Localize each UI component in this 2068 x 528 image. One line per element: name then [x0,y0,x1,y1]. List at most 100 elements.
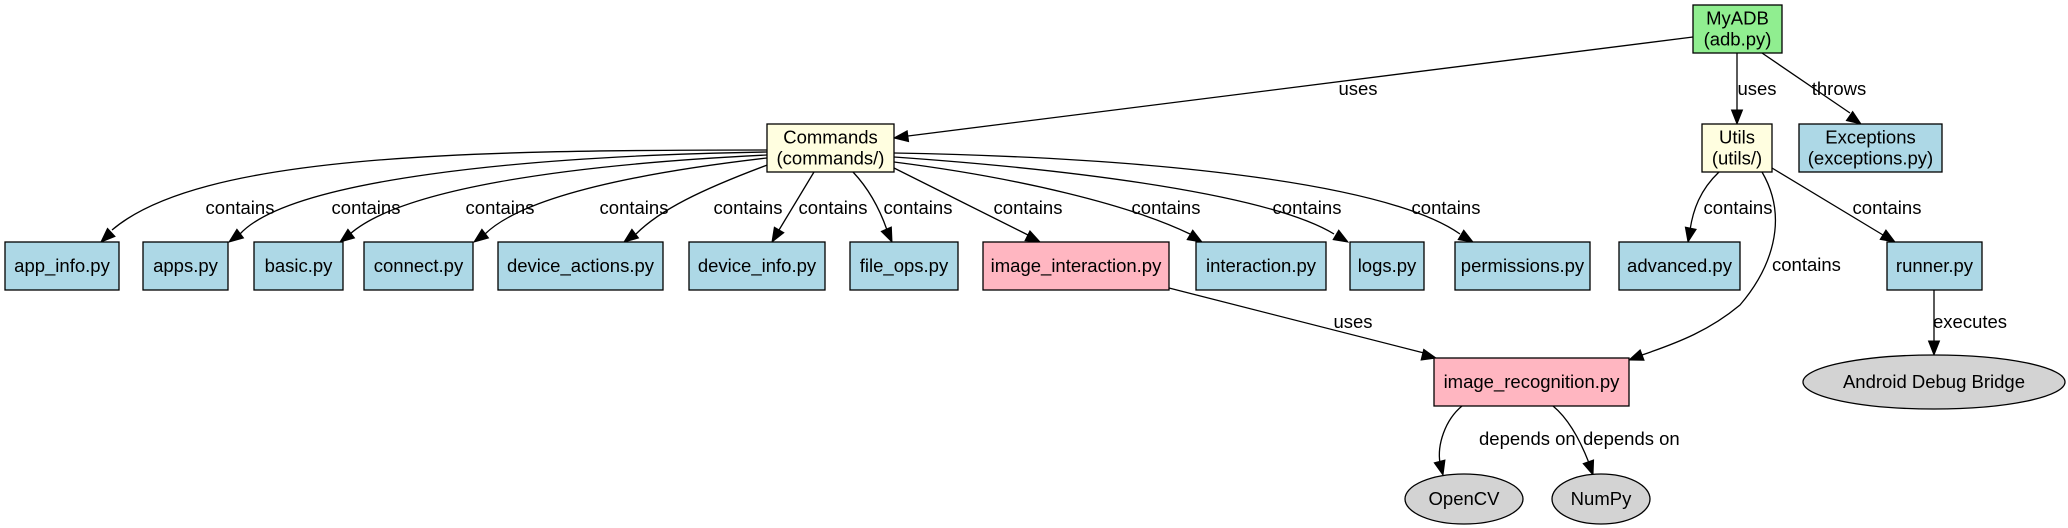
edge-label: contains [1412,197,1481,218]
edge-line [484,157,768,235]
node-permissions: permissions.py [1454,241,1591,291]
edge-line [907,36,1694,137]
arrowhead [1845,110,1863,125]
node-label: apps.py [153,255,219,276]
node-label: Commands [783,127,878,148]
node-label: (exceptions.py) [1808,148,1933,169]
node-label: Utils [1719,127,1755,148]
arrowhead [1420,348,1438,361]
arrowhead [1730,109,1744,126]
edge-line [239,151,768,235]
edge-line [1771,167,1884,236]
node-utils: Utils(utils/) [1701,123,1773,173]
node-box [1433,357,1630,407]
node-label: permissions.py [1461,255,1585,276]
node-commands: Commands(commands/) [766,123,895,173]
node-connect: connect.py [363,241,474,291]
node-box [1195,241,1327,291]
edge-line [1689,171,1720,231]
edge-commands-permissions: contains [893,152,1481,243]
edge-label: contains [1273,197,1342,218]
node-box [1701,123,1773,173]
node-label: Exceptions [1825,127,1916,148]
edge-label: contains [206,197,275,218]
node-device-actions: device_actions.py [497,241,664,291]
arrowhead [1582,459,1595,477]
node-device-info: device_info.py [688,241,826,291]
node-box [253,241,344,291]
node-label: device_info.py [698,255,817,277]
node-box [688,241,826,291]
node-box [1692,4,1783,54]
edge-runner-adb-bridge: executes [1927,290,2007,357]
arrowhead [472,228,490,243]
edge-label: contains [332,197,401,218]
node-runner: runner.py [1886,241,1983,291]
arrowhead [1927,340,1941,357]
node-box [1798,123,1943,173]
edge-line [349,154,768,235]
node-box [142,241,229,291]
node-box [982,241,1170,291]
edge-image-interaction-image-recognition: uses [1168,287,1438,361]
edge-line [893,156,1335,235]
edge-label: contains [1853,197,1922,218]
edge-myadb-commands: uses [892,36,1694,143]
edge-label: contains [1132,197,1201,218]
edge-label: contains [714,197,783,218]
edge-label: contains [1772,254,1841,275]
node-label: (adb.py) [1704,29,1772,50]
node-box [363,241,474,291]
node-label: basic.py [265,255,334,276]
edge-myadb-exceptions: throws [1761,52,1866,125]
edge-utils-image-recognition: contains [1627,171,1841,361]
node-box [1454,241,1591,291]
edge-label: contains [466,197,535,218]
edge-label: depends on [1479,428,1576,449]
node-basic: basic.py [253,241,344,291]
node-ellipse [1802,354,2066,410]
node-box [849,241,959,291]
node-label: app_info.py [14,255,110,277]
edge-line [1761,52,1851,114]
edge-commands-device-info: contains [771,171,867,244]
arrowhead [1024,229,1042,243]
edge-utils-advanced: contains [1684,171,1773,244]
node-box [766,123,895,173]
edge-label: contains [994,197,1063,218]
node-label: (commands/) [777,148,885,169]
edge-label: uses [1333,311,1372,332]
node-label: device_actions.py [507,255,655,277]
node-app-info: app_info.py [4,241,120,291]
arrowhead [1433,459,1446,477]
edge-label: uses [1338,78,1377,99]
node-advanced: advanced.py [1618,241,1741,291]
arrowhead [1627,349,1645,361]
edge-line [893,167,1029,236]
edge-line [111,149,768,231]
arrowhead [892,129,910,143]
arrowhead [880,226,893,244]
edge-label: contains [884,197,953,218]
node-box [1349,241,1425,291]
arrowhead [1332,229,1350,243]
edge-label: contains [1704,197,1773,218]
node-label: advanced.py [1627,255,1733,276]
edge-image-recognition-opencv: depends on [1433,405,1576,477]
edge-commands-apps: contains [227,151,768,243]
arrowhead [622,228,640,243]
node-label: image_interaction.py [991,255,1162,277]
edge-line [893,161,1191,235]
node-label: interaction.py [1206,255,1317,276]
arrowhead [771,226,785,244]
node-label: file_ops.py [860,255,949,277]
node-interaction: interaction.py [1195,241,1327,291]
arrowhead [1186,229,1204,243]
node-label: NumPy [1571,488,1632,509]
edge-commands-device-actions: contains [622,163,783,243]
node-ellipse [1551,473,1651,525]
node-apps: apps.py [142,241,229,291]
node-ellipse [1404,473,1524,525]
edge-commands-file-ops: contains [852,171,953,244]
edge-image-recognition-numpy: depends on [1552,405,1680,477]
